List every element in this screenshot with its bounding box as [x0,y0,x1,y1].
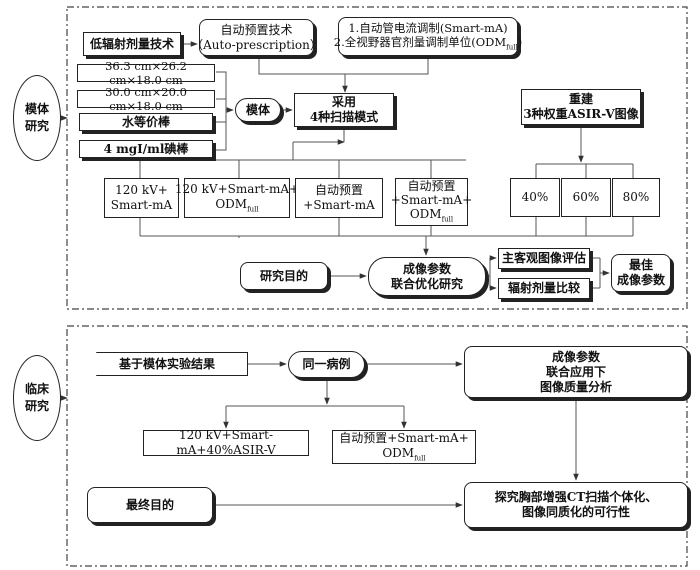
combined-application-analysis: 成像参数 联合应用下 图像质量分析 [464,346,688,398]
weight-40: 40% [510,178,560,217]
dose-comparison: 辐射剂量比较 [498,278,590,299]
joint-optimization: 成像参数 联合优化研究 [368,257,486,296]
scan-mode-4: 自动预置 +Smart-mA+ ODMfull [391,178,472,226]
auto-prescription-box: 自动预置技术 （Auto-prescription） [191,19,322,56]
research-purpose: 研究目的 [240,262,328,290]
iodine-rod: 4 mgI/ml碘棒 [79,140,213,158]
clinical-region-frame [66,325,688,567]
based-on-phantom-results: 基于模体实验结果 [87,352,248,376]
scan-mode-1: 120 kV+ Smart-mA [104,178,179,218]
feasibility-exploration: 探究胸部增强CT扫描个体化、 图像同质化的可行性 [464,482,688,528]
scan-mode-2: 120 kV+Smart-mA+ ODMfull [175,178,299,218]
phantom-region-frame [66,6,688,310]
protocol-2: 自动预置+Smart-mA+ ODMfull [332,430,476,464]
asir-v-rebuild-box: 重建 3种权重ASIR-V图像 [521,89,641,125]
phantom-size-1: 36.3 cm×26.2 cm×18.0 cm [77,59,215,87]
image-evaluation: 主客观图像评估 [498,248,590,269]
final-goal: 最终目的 [87,487,213,523]
same-case: 同一病例 [288,351,365,378]
low-dose-tech-box: 低辐射剂量技术 [83,32,181,56]
phantom-size-2: 30.0 cm×20.0 cm×18.0 cm [77,85,215,113]
scan-modes-box: 采用 4种扫描模式 [294,93,394,127]
protocol-1: 120 kV+Smart-mA+40%ASIR-V [143,428,309,457]
water-equivalent-rod: 水等价棒 [79,113,213,131]
weight-80: 80% [612,178,660,217]
phantom-study-label: 模体研究 [13,75,61,161]
best-parameters: 最佳 成像参数 [611,254,671,292]
dose-modulation-box: 1.自动管电流调制(Smart-mA) 2.全视野器官剂量调制单位(ODMful… [334,17,522,56]
clinical-study-label: 临床研究 [13,355,61,441]
weight-60: 60% [561,178,611,217]
scan-mode-3: 自动预置 +Smart-mA [295,178,383,218]
phantom-node: 模体 [235,98,281,122]
